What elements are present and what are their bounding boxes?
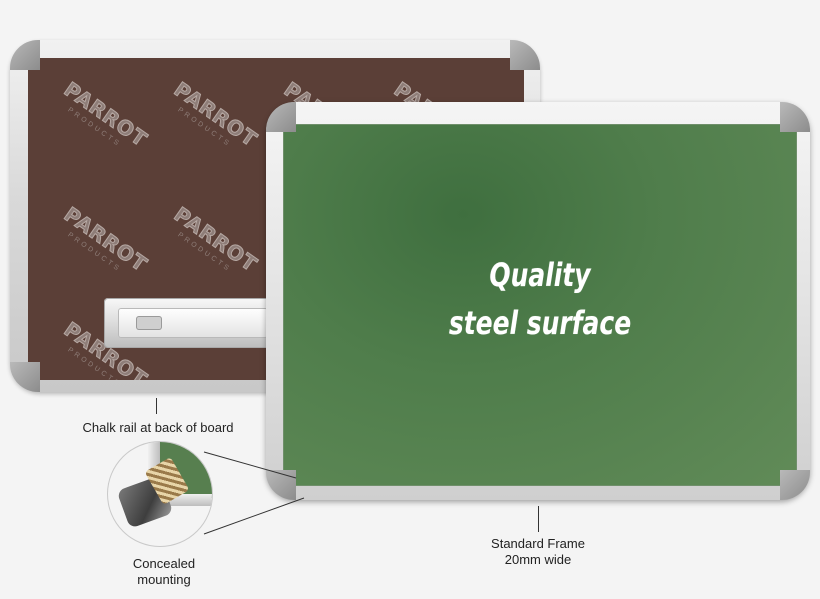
frame-label-line-2: 20mm wide <box>504 552 572 567</box>
headline-line-1: Quality <box>489 256 591 294</box>
chalk-rail-clip <box>136 316 162 330</box>
chalk-rail-tray <box>118 308 268 338</box>
mounting-label-line-1: Concealed <box>132 556 196 571</box>
front-board-panel: Quality steel surface <box>283 124 797 486</box>
frame-label-line-1: Standard Frame <box>491 536 585 551</box>
mounting-label-line-2: mounting <box>137 572 191 587</box>
headline-line-2: steel surface <box>448 304 632 342</box>
leader-line <box>156 398 157 414</box>
chalk-rail <box>104 298 274 348</box>
chalk-rail-label: Chalk rail at back of board <box>82 420 234 435</box>
mounting-detail-zoom <box>108 442 212 546</box>
leader-line <box>538 506 539 532</box>
